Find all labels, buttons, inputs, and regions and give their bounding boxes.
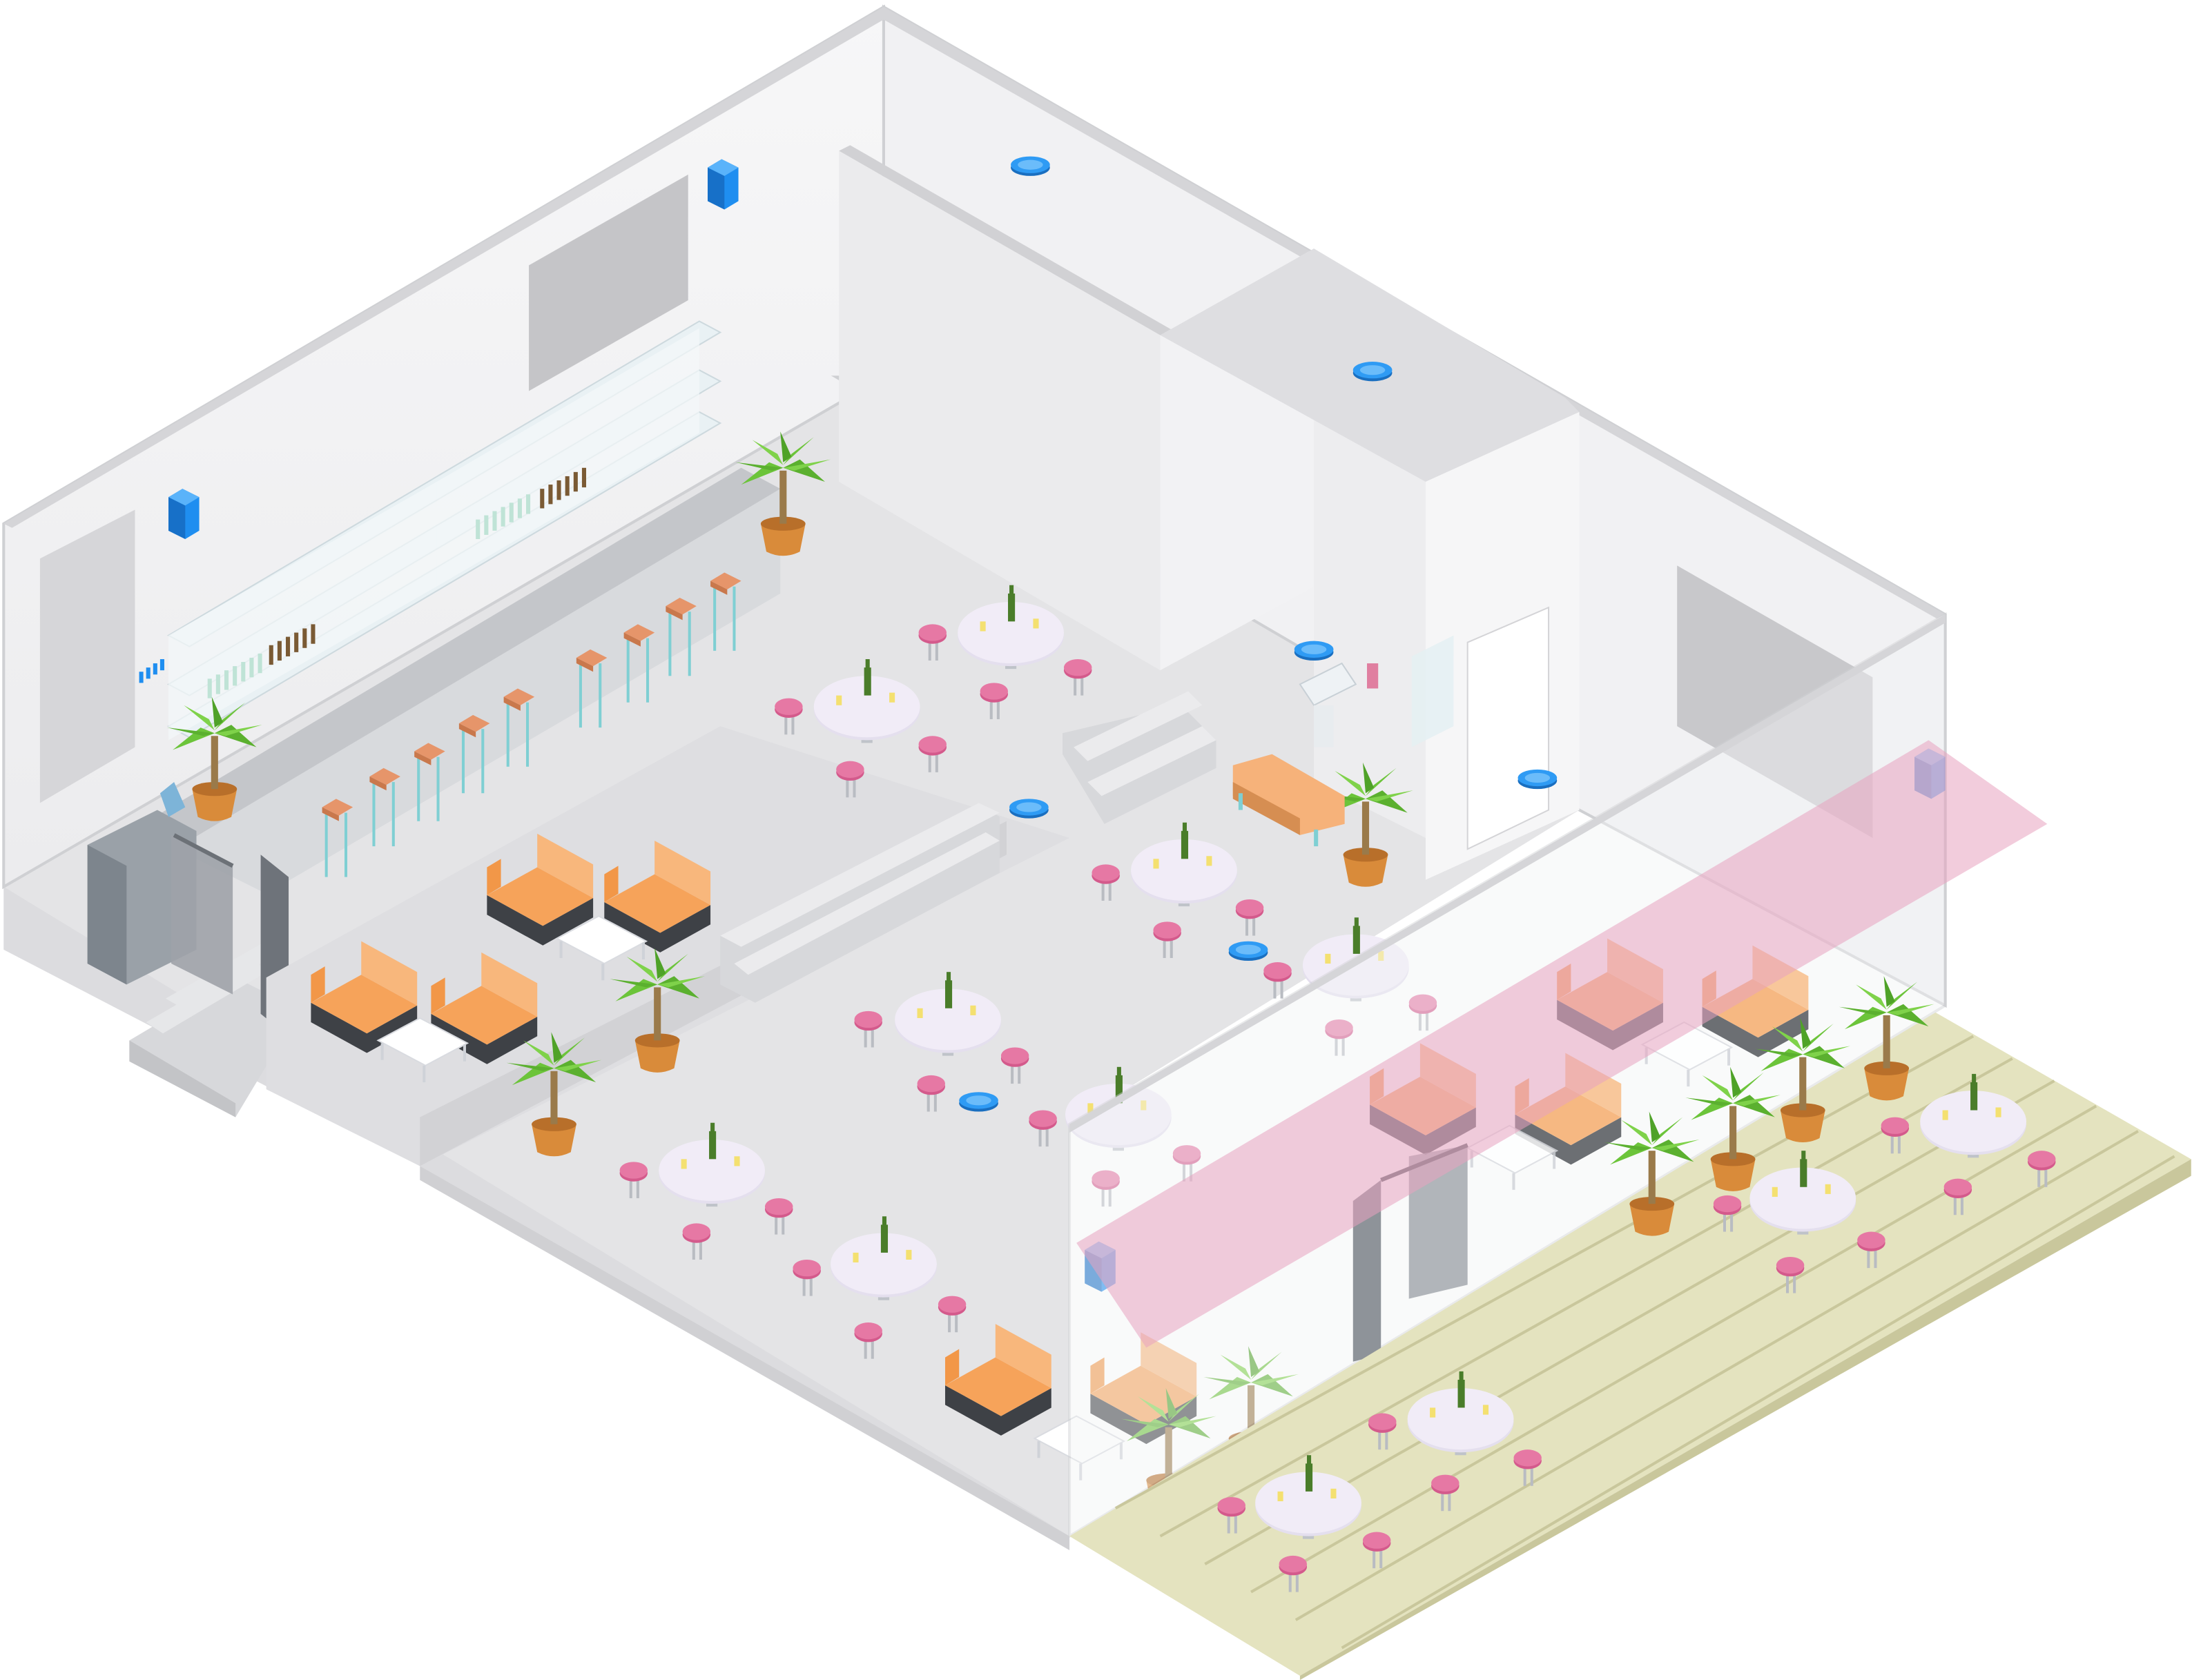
wall-panel-left <box>39 509 135 803</box>
ceiling-light-icon <box>1228 941 1268 961</box>
restroom-door <box>1466 606 1550 850</box>
sensor-beam <box>1076 740 2048 1348</box>
right-steps <box>1062 691 1216 824</box>
wall-switch-icon <box>139 658 164 683</box>
wall-panel-right <box>1677 565 1873 838</box>
bench <box>1232 754 1345 847</box>
wall-sensor-icon <box>708 159 739 210</box>
ceiling-light-icon <box>1011 156 1050 176</box>
ceiling-light-icon <box>1009 799 1049 819</box>
ceiling-light-icon <box>1352 362 1393 382</box>
bottle-row <box>207 467 587 699</box>
ceiling-light-icon <box>1517 769 1558 790</box>
ceiling-light-icon <box>959 1092 998 1112</box>
ceiling-light-icon <box>1294 641 1334 661</box>
partition-a-top <box>839 145 1172 335</box>
wall-sensor-icon <box>168 489 200 539</box>
wall-panel-screen <box>529 174 688 391</box>
patio-deck-edge <box>1299 1159 2191 1680</box>
register-icon <box>159 782 186 817</box>
bar-counter <box>87 467 781 985</box>
partition-a <box>839 150 1161 671</box>
glass-wall-cap <box>1069 614 1946 1133</box>
restroom-fixtures <box>1299 635 1454 748</box>
center-steps <box>720 803 1000 1003</box>
front-wall <box>420 1166 1070 1550</box>
